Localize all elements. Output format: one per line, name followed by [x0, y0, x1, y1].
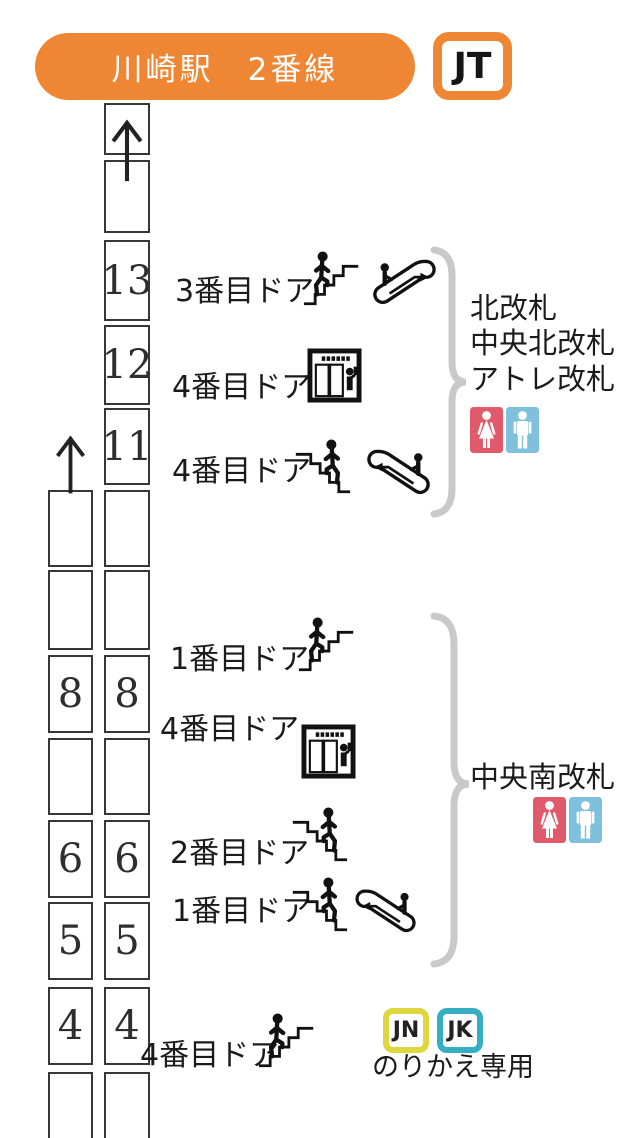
direction-arrow-icon — [55, 436, 86, 496]
car-cell: 8 — [48, 655, 93, 733]
stairs-up-icon — [303, 250, 361, 307]
stairs-up-icon — [290, 806, 348, 863]
car-cell: 13 — [102, 240, 152, 321]
car-cell: 5 — [104, 902, 150, 980]
restroom-male-icon — [506, 407, 539, 453]
car-cell: 5 — [48, 902, 93, 980]
station-title-banner: 川崎駅 2番線 — [35, 33, 415, 100]
stairs-up-icon — [258, 1012, 316, 1069]
car-cell — [104, 490, 150, 567]
gate-name-label: 中央北改札 — [470, 326, 616, 360]
escalator-up-icon — [363, 444, 435, 496]
gate-name-label: 北改札 — [470, 291, 558, 325]
car-cell — [48, 738, 93, 815]
car-cell: 4 — [104, 987, 150, 1065]
elevator-icon — [301, 724, 356, 779]
car-cell — [104, 570, 150, 650]
station-title: 川崎駅 2番線 — [111, 52, 339, 88]
car-cell: 11 — [102, 408, 152, 485]
direction-arrow-icon — [104, 113, 150, 191]
car-cell — [104, 1072, 150, 1138]
line-badge-jt: JT — [433, 32, 512, 100]
car-cell — [48, 1072, 93, 1138]
car-cell: 6 — [104, 820, 150, 898]
car-cell: 6 — [48, 820, 93, 898]
door-position-label: 4番目ドア — [172, 454, 312, 489]
stairs-up-icon — [298, 616, 356, 673]
elevator-icon — [307, 348, 362, 403]
line-badge-jk: JK — [437, 1008, 483, 1053]
car-cell — [48, 570, 93, 650]
car-cell: 12 — [102, 325, 152, 405]
transfer-note: のりかえ専用 — [372, 1052, 534, 1083]
escalator-up-icon — [351, 884, 421, 934]
door-position-label: 4番目ドア — [140, 1038, 280, 1073]
car-cell: 8 — [104, 655, 150, 733]
door-position-label: 4番目ドア — [172, 370, 312, 405]
door-position-label: 3番目ドア — [175, 274, 315, 309]
restroom-female-icon — [533, 797, 566, 843]
car-cell — [48, 490, 93, 567]
car-cell: 4 — [48, 987, 93, 1065]
gate-name-label: アトレ改札 — [470, 362, 616, 396]
group-brace — [430, 246, 467, 518]
stairs-up-icon — [290, 876, 348, 933]
stairs-up-icon — [293, 438, 351, 495]
group-brace — [430, 612, 470, 968]
car-cell — [104, 738, 150, 815]
door-position-label: 1番目ドア — [170, 642, 310, 677]
gate-name-label: 中央南改札 — [470, 760, 616, 794]
door-position-label: 1番目ドア — [172, 894, 312, 929]
line-badge-jn: JN — [383, 1008, 429, 1053]
restroom-female-icon — [470, 407, 503, 453]
door-position-label: 2番目ドア — [170, 836, 310, 871]
door-position-label: 4番目ドア — [160, 712, 300, 747]
restroom-male-icon — [569, 797, 602, 843]
